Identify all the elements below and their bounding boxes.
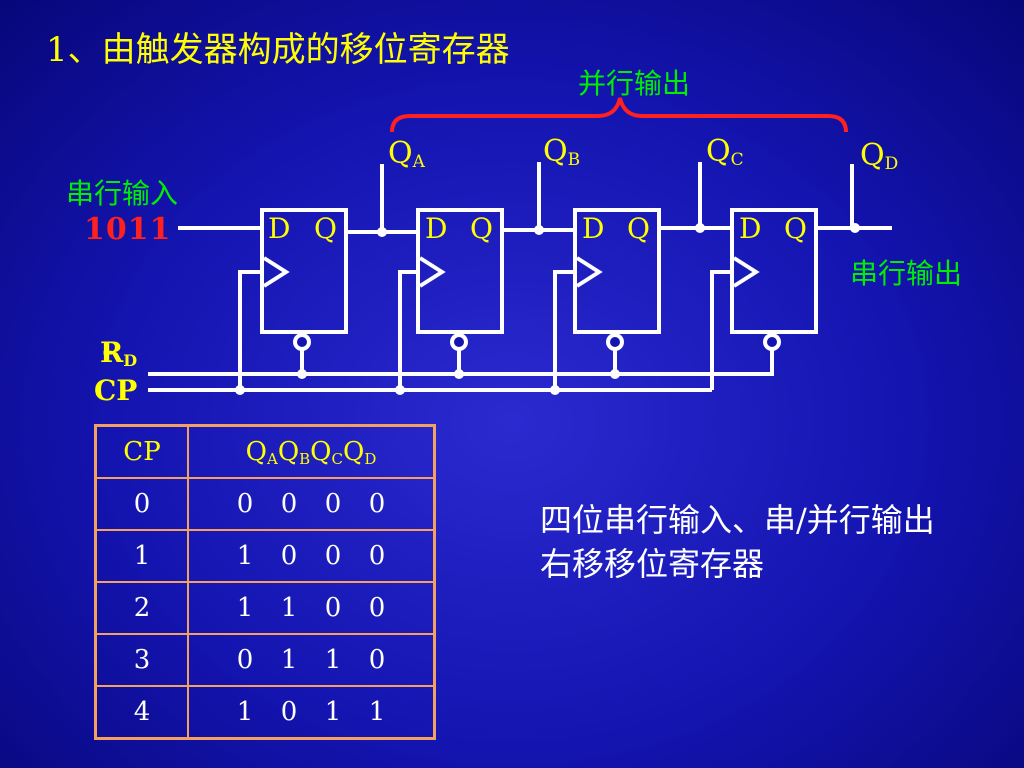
cp-cell: 0 [94, 477, 189, 531]
parallel-output-label: 并行输出 [578, 67, 691, 100]
output-label-qb: QB [543, 134, 581, 170]
cp-cell: 1 [94, 529, 189, 583]
clock-triangle-b [418, 256, 446, 288]
input-bit: 1 [84, 212, 106, 247]
junction-rd-a [297, 369, 307, 379]
junction-cp-c [550, 385, 560, 395]
clock-triangle-c [575, 256, 603, 288]
junction-rd-c [610, 369, 620, 379]
serial-output-label: 串行输出 [850, 257, 963, 290]
junction-qa [377, 227, 387, 237]
reset-bubble-d [763, 333, 781, 351]
clock-label: CP [94, 374, 138, 407]
header-cp: CP [94, 424, 189, 479]
cp-cell: 3 [94, 633, 189, 687]
flipflop-a-q-label: Q [314, 212, 337, 245]
slide-title: 1、由触发器构成的移位寄存器 [46, 30, 510, 70]
serial-input-bits: 1011 [84, 212, 172, 247]
flipflop-c-q-label: Q [627, 212, 650, 245]
reset-bubble-b [450, 333, 468, 351]
cp-feed-c [553, 270, 577, 390]
reset-label: -RD [100, 334, 138, 370]
parallel-output-brace [390, 97, 848, 133]
header-q: QAQBQCQD [187, 424, 436, 479]
input-bit: 1 [149, 212, 172, 247]
output-label-qd: QD [860, 138, 899, 174]
junction-cp-b [395, 385, 405, 395]
cp-feed-b [398, 270, 420, 390]
reset-bubble-c [606, 333, 624, 351]
junction-cp-a [235, 385, 245, 395]
reset-bar: - [102, 334, 114, 367]
flipflop-d-d-label: D [739, 212, 762, 245]
output-label-qc: QC [706, 134, 744, 170]
junction-qc [695, 223, 705, 233]
cp-feed-a [238, 270, 264, 390]
table-header-row: CP QAQBQCQD [94, 424, 436, 479]
junction-qd [850, 223, 860, 233]
junction-qb [534, 225, 544, 235]
clock-triangle-a [262, 256, 290, 288]
register-description: 四位串行输入、串/并行输出右移移位寄存器 [540, 501, 935, 583]
reset-bubble-a [293, 333, 311, 351]
cp-cell: 2 [94, 581, 189, 635]
flipflop-a-d-label: D [268, 212, 291, 245]
clock-triangle-d [732, 256, 760, 288]
input-bit: 1 [127, 212, 150, 247]
serial-input-label: 串行输入 [66, 177, 179, 210]
junction-rd-b [454, 369, 464, 379]
input-bit: 0 [105, 212, 128, 247]
flipflop-c-d-label: D [582, 212, 605, 245]
cp-feed-d [710, 270, 734, 390]
flipflop-d-q-label: Q [784, 212, 807, 245]
flipflop-b-d-label: D [425, 212, 448, 245]
output-label-qa: QA [388, 136, 425, 172]
flipflop-b-q-label: Q [470, 212, 493, 245]
cp-cell: 4 [94, 685, 189, 740]
